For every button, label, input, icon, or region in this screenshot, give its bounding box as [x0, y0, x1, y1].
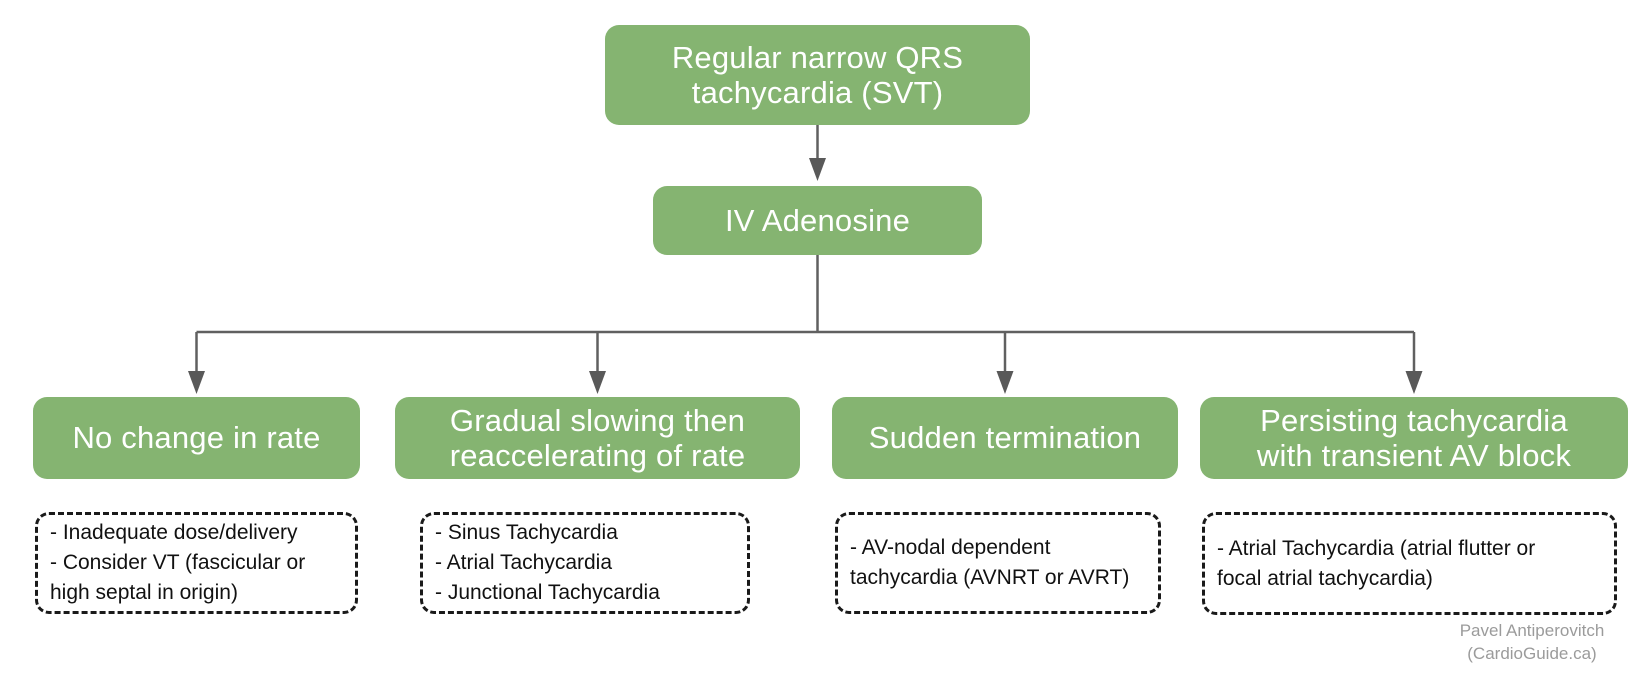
arrowhead-branch-3 — [996, 371, 1014, 394]
arrowhead-branch-4 — [1405, 371, 1423, 394]
node-persisting-tachycardia: Persisting tachycardia with transient AV… — [1200, 397, 1628, 479]
author-credit: Pavel Antiperovitch (CardioGuide.ca) — [1459, 621, 1605, 663]
detail-no-change-in-rate: - Inadequate dose/delivery - Consider VT… — [35, 512, 358, 614]
node-gradual-slowing: Gradual slowing then reaccelerating of r… — [395, 397, 800, 479]
node-root-svt: Regular narrow QRS tachycardia (SVT) — [605, 25, 1030, 125]
node-no-change-in-rate: No change in rate — [33, 397, 360, 479]
arrowhead-branch-1 — [188, 371, 205, 394]
arrowhead-branch-2 — [589, 371, 606, 394]
node-iv-adenosine: IV Adenosine — [653, 186, 982, 255]
detail-gradual-slowing: - Sinus Tachycardia - Atrial Tachycardia… — [420, 512, 750, 614]
detail-persisting-tachycardia: - Atrial Tachycardia (atrial flutter or … — [1202, 512, 1617, 615]
node-sudden-termination: Sudden termination — [832, 397, 1178, 479]
arrowhead-adenosine — [809, 158, 826, 181]
detail-sudden-termination: - AV-nodal dependent tachycardia (AVNRT … — [835, 512, 1161, 614]
